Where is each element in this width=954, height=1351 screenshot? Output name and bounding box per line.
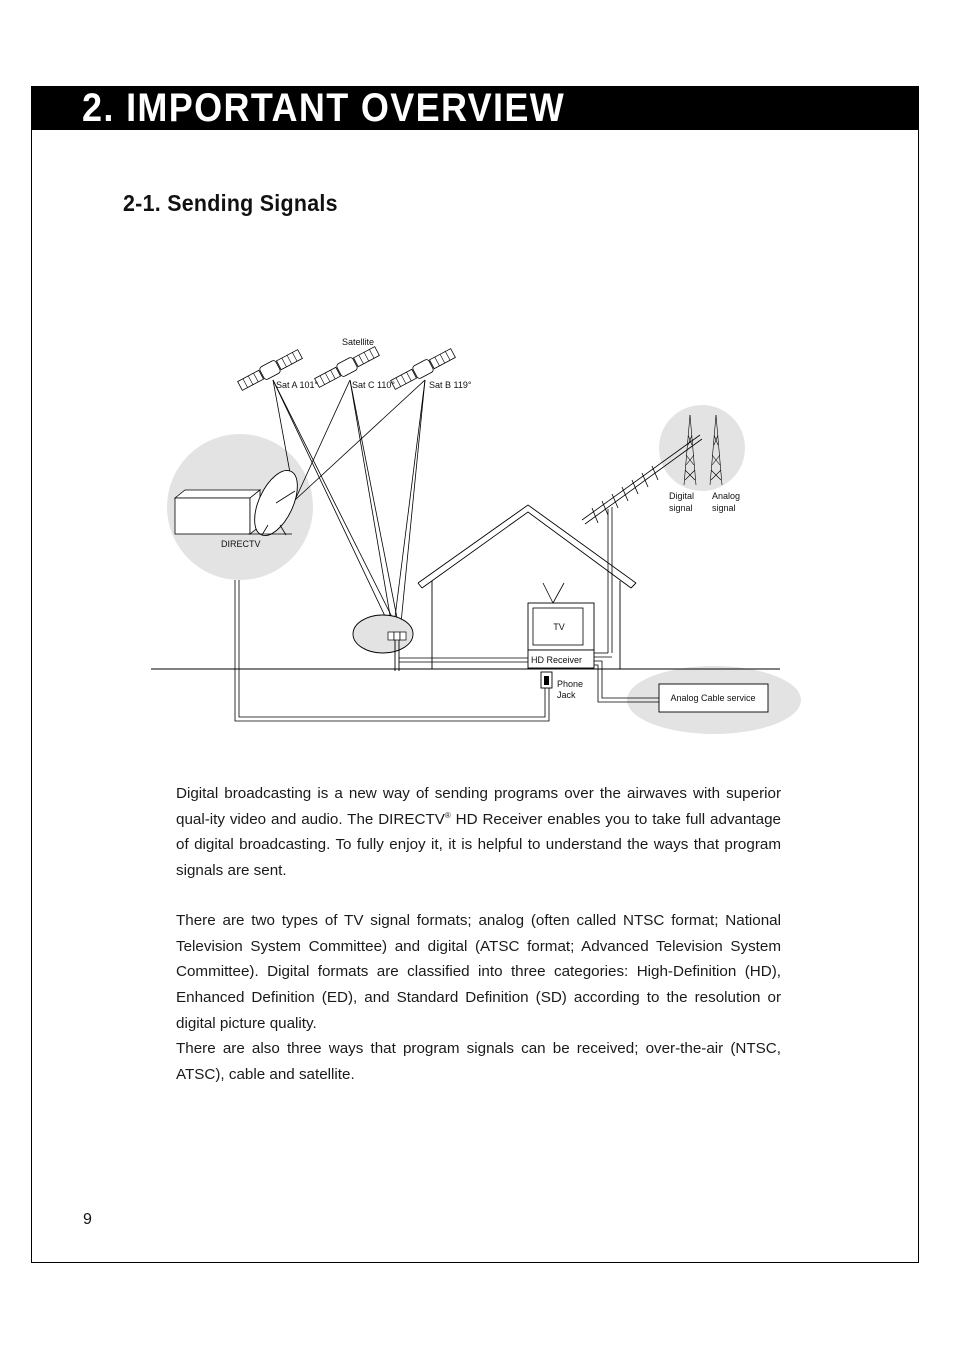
satellite-b-icon: [390, 348, 456, 390]
tv-icon: [527, 582, 595, 651]
section-title: 2-1. Sending Signals: [123, 190, 338, 216]
paragraph-1: Digital broadcasting is a new way of sen…: [176, 781, 781, 884]
digital-tower-icon: [683, 414, 697, 486]
sat-b-label: Sat B 119°: [429, 380, 472, 390]
analog-cable-box: [658, 683, 769, 713]
house-outline: [417, 504, 637, 669]
directv-label: DIRECTV: [221, 539, 261, 549]
sat-a-label: Sat A 101°: [276, 380, 319, 390]
analog-tower-icon: [709, 414, 723, 486]
paragraph-2: There are two types of TV signal formats…: [176, 912, 781, 1032]
analog-signal-label-line2: signal: [712, 503, 736, 513]
paragraph-1-text-start: Digital broadcasting is a new way of sen…: [176, 785, 781, 828]
hd-receiver-label: HD Receiver: [531, 655, 582, 665]
analog-cable-label: Analog Cable service: [670, 693, 755, 703]
analog-signal-label-line1: Analog: [712, 491, 740, 501]
paragraph-3: There are also three ways that program s…: [176, 1040, 781, 1083]
paragraph-1-text-end: HD Receiver enables you to take full adv…: [176, 810, 781, 880]
cable-service-line: [594, 660, 659, 703]
sat-c-label: Sat C 110°: [352, 380, 395, 390]
hd-receiver-box: [527, 649, 595, 669]
registered-mark: ®: [444, 810, 451, 820]
satellite-a-icon: [237, 349, 303, 391]
antenna-icon: [581, 434, 703, 658]
tower-highlight-circle: [659, 405, 745, 491]
digital-signal-label-line1: Digital: [669, 491, 694, 501]
home-satellite-dish-icon: [352, 614, 414, 671]
phone-line: [234, 580, 550, 722]
satellite-beams: [272, 379, 426, 634]
phone-jack-label-line1: Phone: [557, 679, 583, 689]
phone-jack-label-line2: Jack: [557, 690, 576, 700]
chapter-title-bar: [31, 86, 919, 130]
satellite-label: Satellite: [342, 337, 374, 347]
page-number: 9: [83, 1211, 92, 1228]
signal-diagram: Satellite Sat A 101° Sat C 110° Sat B 11…: [151, 337, 801, 734]
tv-label: TV: [553, 622, 565, 632]
dish-cable: [399, 657, 528, 663]
digital-signal-label-line2: signal: [669, 503, 693, 513]
directv-uplink-icon: [173, 470, 298, 536]
satellite-c-icon: [314, 346, 380, 388]
phone-jack-icon: [540, 671, 553, 689]
chapter-title: 2. IMPORTANT OVERVIEW: [82, 86, 566, 130]
